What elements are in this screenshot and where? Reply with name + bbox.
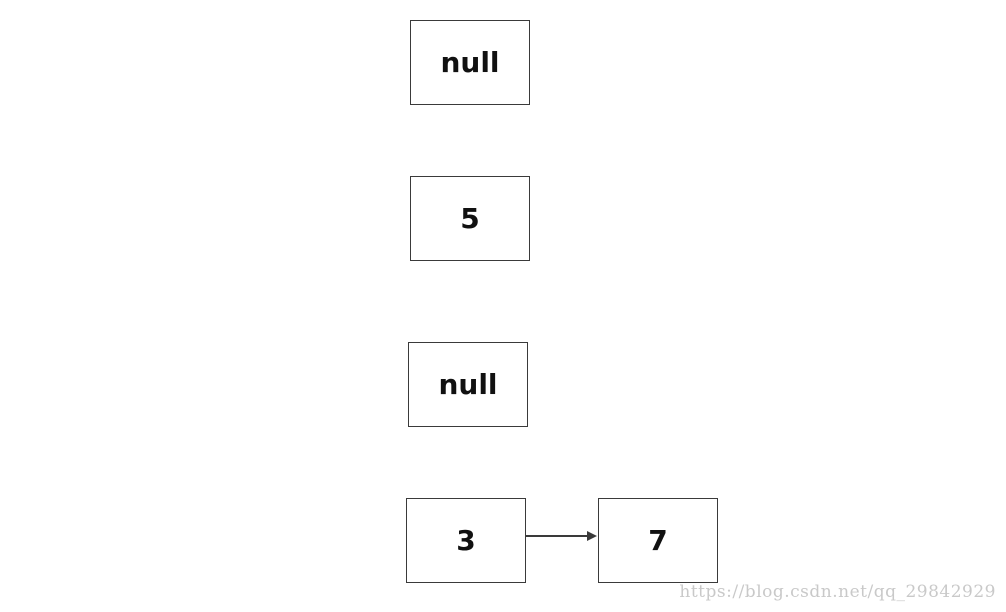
- node-box-7: 7: [598, 498, 718, 583]
- node-label: 5: [460, 202, 480, 235]
- node-label: 3: [456, 524, 476, 557]
- watermark-url: https://blog.csdn.net/qq_29842929: [679, 582, 996, 602]
- node-box-null: null: [408, 342, 528, 427]
- node-box-3: 3: [406, 498, 526, 583]
- node-label: null: [440, 46, 500, 79]
- node-box-5: 5: [410, 176, 530, 261]
- node-box-null: null: [410, 20, 530, 105]
- node-label: 7: [648, 524, 668, 557]
- node-label: null: [438, 368, 498, 401]
